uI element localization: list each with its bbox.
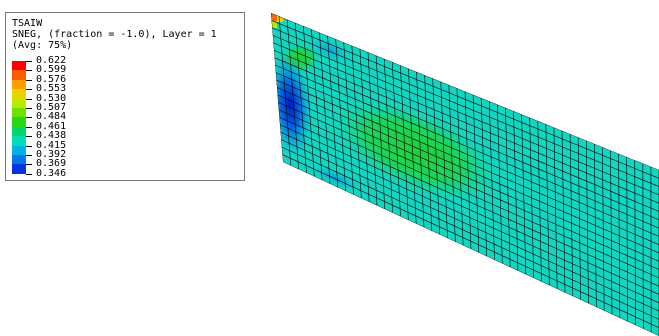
legend-swatch [12,108,26,118]
mesh-line [273,49,659,212]
mesh-line [277,94,659,262]
mesh-line [279,117,659,287]
legend-tick [26,145,32,147]
legend-tick [26,173,32,175]
legend-tick [26,136,32,138]
mesh-line [273,42,659,204]
legend-tick [26,89,32,91]
mesh-line [275,64,659,229]
legend-level-label: 0.438 [36,130,67,142]
mesh-line [278,109,659,279]
legend-tick [26,70,32,72]
legend-level-label: 0.369 [36,158,67,170]
mesh-line [272,27,659,187]
mesh-line [276,79,659,245]
legend-swatch [12,126,26,137]
mesh-line [271,20,659,179]
mesh-line [282,154,659,328]
legend-swatch [12,61,26,71]
legend-level-label: 0.415 [36,139,67,151]
mesh-line [281,139,659,312]
legend-level-label: 0.530 [36,92,67,104]
mesh-line [281,146,659,320]
legend-swatch [12,89,26,99]
mesh-grid [271,13,659,336]
legend-swatch [12,136,26,146]
legend-swatch [12,117,26,127]
legend-swatch [12,145,26,155]
legend-level-label: 0.622 [36,55,67,66]
legend-description: SNEG, (fraction = -1.0), Layer = 1 [12,29,217,40]
legend-swatch [12,164,26,174]
legend-swatch [12,98,26,108]
legend-level-label: 0.484 [36,111,67,123]
legend-tick [26,155,32,156]
legend-level-label: 0.576 [36,73,67,85]
legend-swatch [12,155,26,165]
legend-level-label: 0.553 [36,83,67,95]
legend-level-label: 0.507 [36,102,67,113]
legend-level-label: 0.346 [36,167,67,179]
legend-level-label: 0.461 [36,120,67,132]
legend-variable: TSAIW [12,18,43,29]
legend-tick [26,79,32,81]
legend-swatch [12,79,26,90]
legend-averaging: (Avg: 75%) [12,40,73,51]
legend-tick [26,108,32,109]
legend-level-label: 0.392 [36,149,67,160]
legend-tick [26,61,32,62]
legend-level-label: 0.599 [36,64,67,76]
mesh-line [280,131,659,304]
mesh-line [272,35,659,196]
mesh-line [275,72,659,237]
mesh-line [278,102,659,270]
contour-plate[interactable] [263,13,659,336]
legend-swatch [12,70,26,80]
legend-tick [26,126,32,128]
mesh-line [279,124,659,295]
legend-tick [26,98,32,100]
mesh-line [276,87,659,254]
legend-tick [26,164,32,166]
mesh-line [274,57,659,221]
legend-panel: TSAIW SNEG, (fraction = -1.0), Layer = 1… [5,12,245,181]
legend-tick [26,117,32,119]
mesh-line [271,13,659,171]
